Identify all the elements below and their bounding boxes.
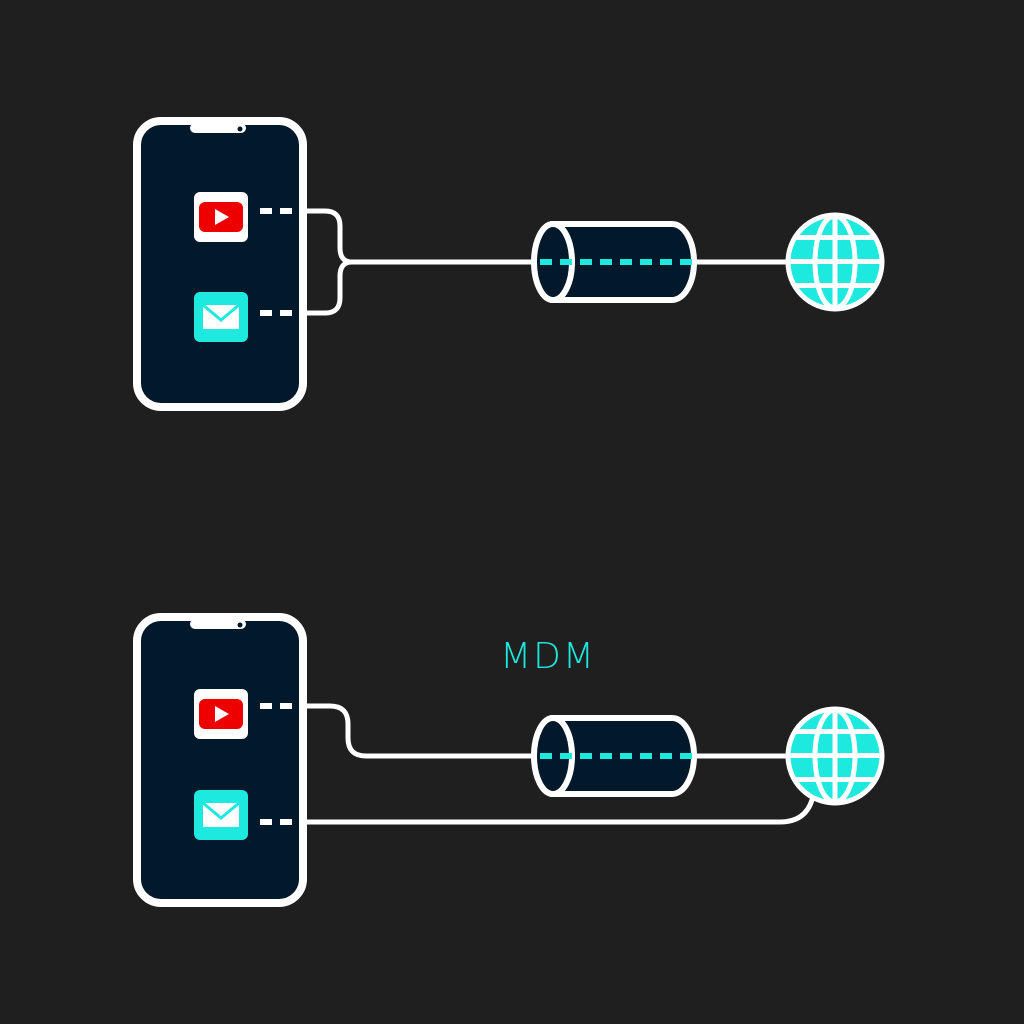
mail-app-icon <box>194 790 248 840</box>
envelope-icon <box>202 801 240 827</box>
mail-app-icon <box>194 292 248 342</box>
traffic-merge-line <box>302 208 543 316</box>
phone-notch <box>190 123 246 133</box>
vpn-tunnel-icon <box>531 221 697 303</box>
phone-device <box>133 117 307 411</box>
video-app-to-tunnel-line <box>302 703 543 759</box>
globe-icon <box>785 212 885 312</box>
mail-app-direct-line <box>302 797 815 825</box>
mdm-label: MDM <box>500 636 596 677</box>
video-app-icon <box>194 689 248 739</box>
scenario-per-app-tunnel <box>133 613 885 907</box>
play-icon <box>215 706 229 722</box>
vpn-tunnel-icon <box>531 715 697 797</box>
phone-device <box>133 613 307 907</box>
play-icon <box>215 209 229 225</box>
scenario-full-tunnel <box>133 117 885 411</box>
video-app-icon <box>194 192 248 242</box>
globe-icon <box>785 706 885 806</box>
envelope-icon <box>202 303 240 329</box>
phone-notch <box>190 619 246 629</box>
